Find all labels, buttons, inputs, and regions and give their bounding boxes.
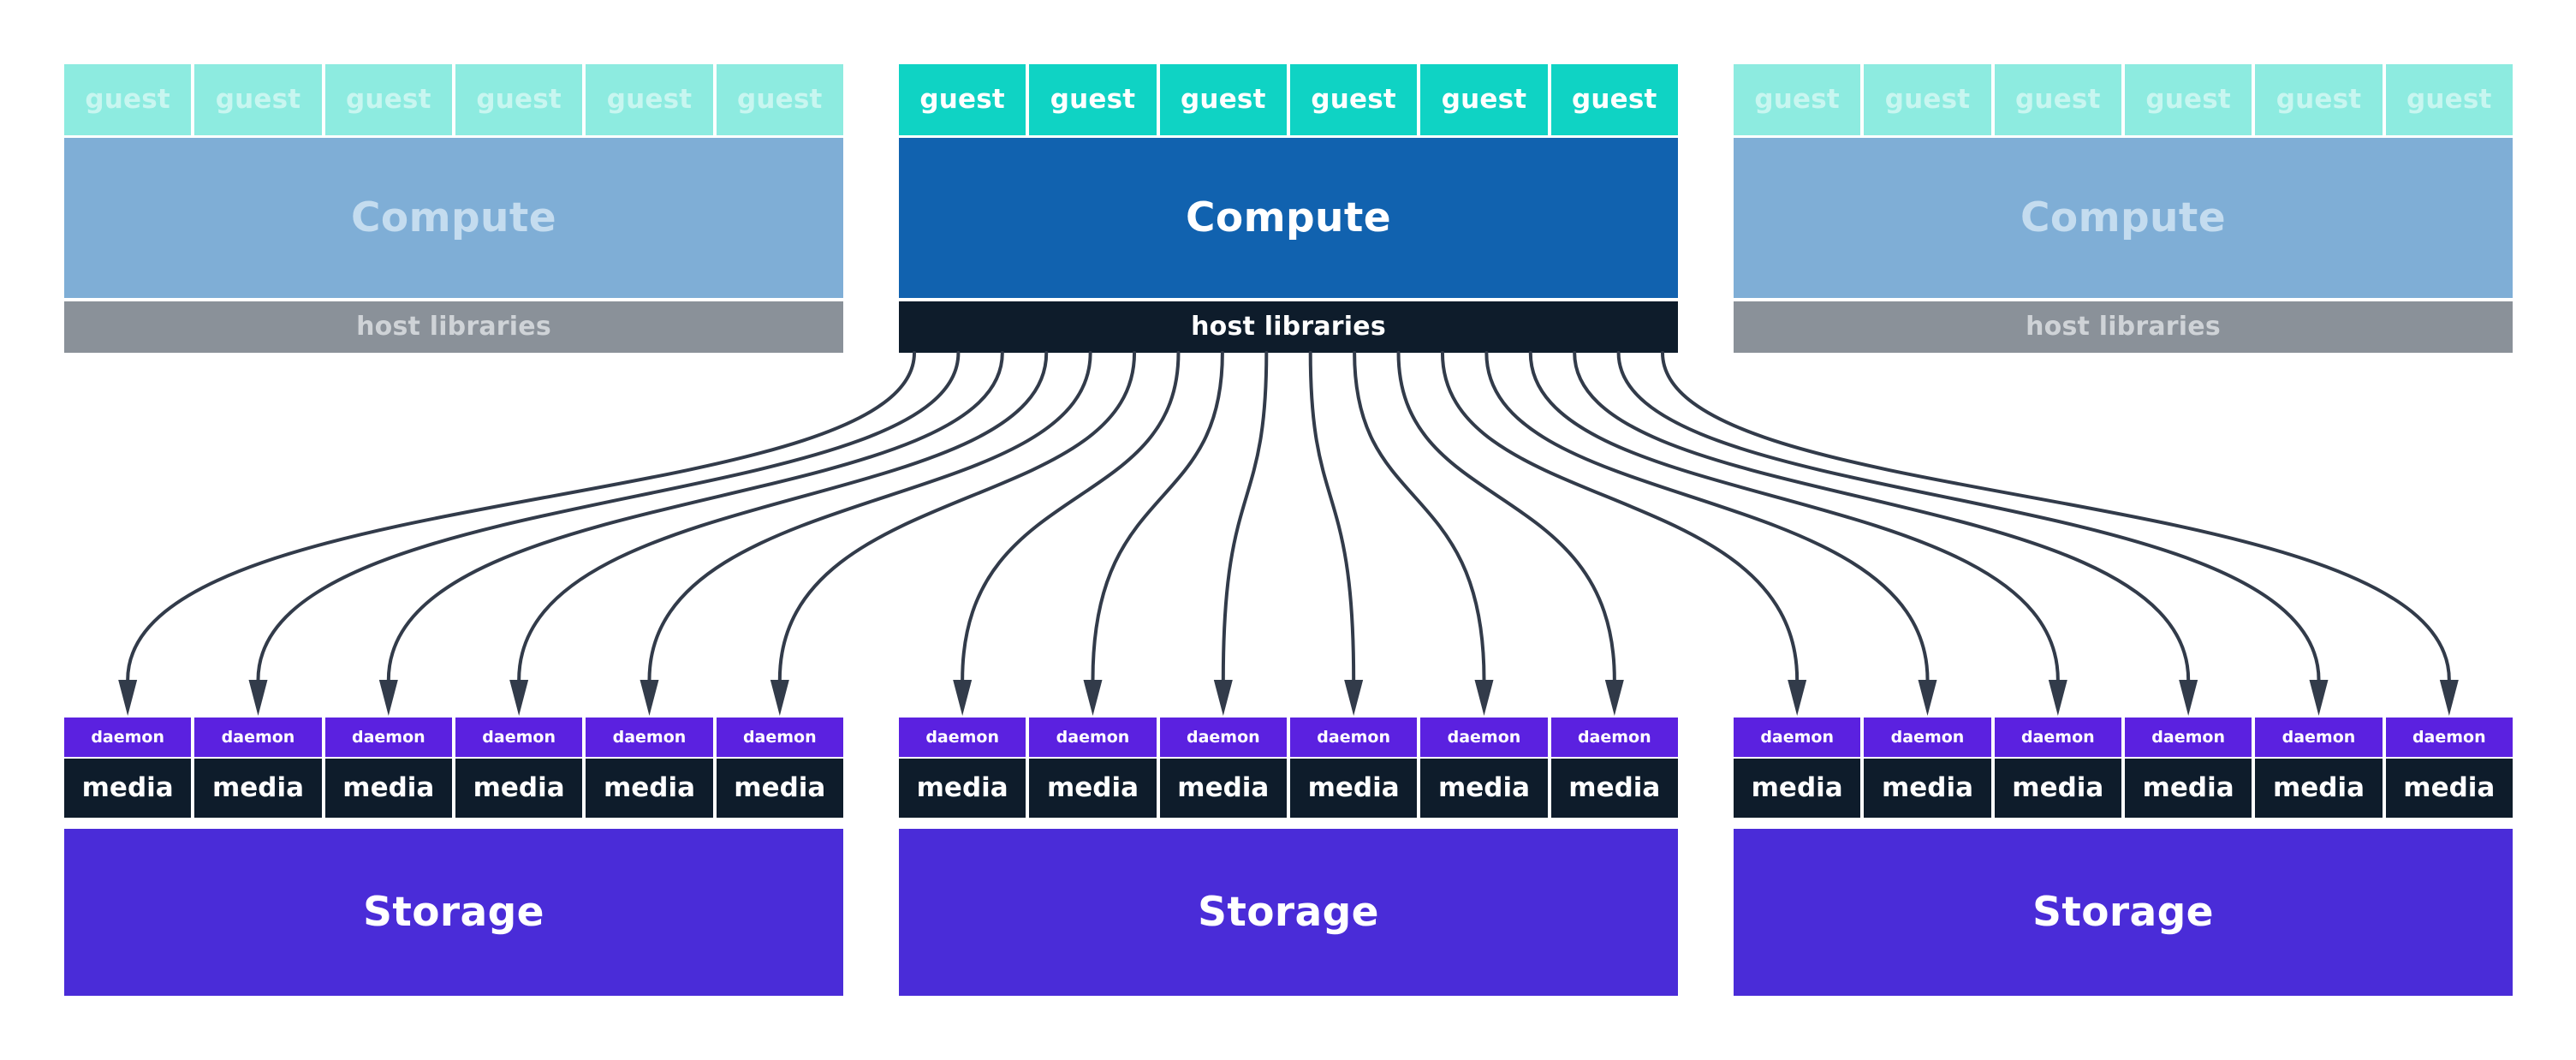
guest-cell[interactable]: guest [324,64,452,135]
storage-label: Storage [2032,889,2214,936]
cluster-right: guest guest guest guest guest guest Comp… [1734,0,2513,1060]
storage-band[interactable]: Storage [1734,829,2513,996]
media-row: media media media media media media [899,759,1678,818]
guest-row: guest guest guest guest guest guest [899,64,1678,135]
daemon-row: daemon daemon daemon daemon daemon daemo… [64,718,843,757]
daemon-cell[interactable]: daemon [1734,718,1861,757]
daemon-cell[interactable]: daemon [324,718,452,757]
guest-cell[interactable]: guest [455,64,583,135]
daemon-row: daemon daemon daemon daemon daemon daemo… [899,718,1678,757]
host-libraries-label: host libraries [356,312,551,342]
daemon-cell[interactable]: daemon [1289,718,1418,757]
daemon-cell[interactable]: daemon [455,718,583,757]
daemon-cell[interactable]: daemon [2255,718,2383,757]
host-libraries-band[interactable]: host libraries [1734,301,2513,353]
media-cell[interactable]: media [455,759,583,818]
daemon-cell[interactable]: daemon [64,718,192,757]
media-cell[interactable]: media [586,759,713,818]
compute-label: Compute [1185,194,1391,241]
media-cell[interactable]: media [899,759,1026,818]
compute-band[interactable]: Compute [64,138,843,298]
media-cell[interactable]: media [1029,759,1157,818]
media-cell[interactable]: media [1734,759,1861,818]
compute-label: Compute [2020,194,2226,241]
guest-cell[interactable]: guest [716,64,843,135]
media-cell[interactable]: media [1864,759,1991,818]
host-libraries-label: host libraries [1191,312,1386,342]
storage-label: Storage [1198,889,1379,936]
guest-cell[interactable]: guest [2255,64,2383,135]
guest-cell[interactable]: guest [1029,64,1157,135]
media-row: media media media media media media [64,759,843,818]
guest-cell[interactable]: guest [1994,64,2121,135]
guest-cell[interactable]: guest [1734,64,1861,135]
daemon-cell[interactable]: daemon [899,718,1026,757]
guest-cell[interactable]: guest [1420,64,1548,135]
compute-band[interactable]: Compute [1734,138,2513,298]
guest-row: guest guest guest guest guest guest [64,64,843,135]
media-cell[interactable]: media [2385,759,2513,818]
daemon-cell[interactable]: daemon [1029,718,1157,757]
guest-cell[interactable]: guest [1289,64,1418,135]
guest-cell[interactable]: guest [899,64,1026,135]
guest-cell[interactable]: guest [1550,64,1678,135]
media-cell[interactable]: media [324,759,452,818]
guest-cell[interactable]: guest [1864,64,1991,135]
storage-band[interactable]: Storage [899,829,1678,996]
media-cell[interactable]: media [1994,759,2121,818]
media-cell[interactable]: media [1420,759,1548,818]
daemon-cell[interactable]: daemon [2385,718,2513,757]
host-libraries-label: host libraries [2026,312,2221,342]
guest-cell[interactable]: guest [64,64,192,135]
daemon-cell[interactable]: daemon [1420,718,1548,757]
guest-cell[interactable]: guest [586,64,713,135]
host-libraries-band[interactable]: host libraries [899,301,1678,353]
guest-cell[interactable]: guest [194,64,322,135]
daemon-cell[interactable]: daemon [1864,718,1991,757]
media-cell[interactable]: media [716,759,843,818]
guest-cell[interactable]: guest [1159,64,1287,135]
daemon-cell[interactable]: daemon [1550,718,1678,757]
media-cell[interactable]: media [2255,759,2383,818]
daemon-row: daemon daemon daemon daemon daemon daemo… [1734,718,2513,757]
compute-label: Compute [350,194,556,241]
daemon-cell[interactable]: daemon [2124,718,2252,757]
media-cell[interactable]: media [1289,759,1418,818]
cluster-left: guest guest guest guest guest guest Comp… [64,0,843,1060]
media-cell[interactable]: media [194,759,322,818]
cluster-middle: guest guest guest guest guest guest Comp… [899,0,1678,1060]
storage-label: Storage [363,889,544,936]
guest-cell[interactable]: guest [2385,64,2513,135]
daemon-cell[interactable]: daemon [1159,718,1287,757]
media-cell[interactable]: media [64,759,192,818]
daemon-cell[interactable]: daemon [586,718,713,757]
host-libraries-band[interactable]: host libraries [64,301,843,353]
guest-cell[interactable]: guest [2124,64,2252,135]
media-cell[interactable]: media [1550,759,1678,818]
media-cell[interactable]: media [2124,759,2252,818]
daemon-cell[interactable]: daemon [194,718,322,757]
storage-band[interactable]: Storage [64,829,843,996]
daemon-cell[interactable]: daemon [716,718,843,757]
compute-band[interactable]: Compute [899,138,1678,298]
media-cell[interactable]: media [1159,759,1287,818]
guest-row: guest guest guest guest guest guest [1734,64,2513,135]
media-row: media media media media media media [1734,759,2513,818]
daemon-cell[interactable]: daemon [1994,718,2121,757]
